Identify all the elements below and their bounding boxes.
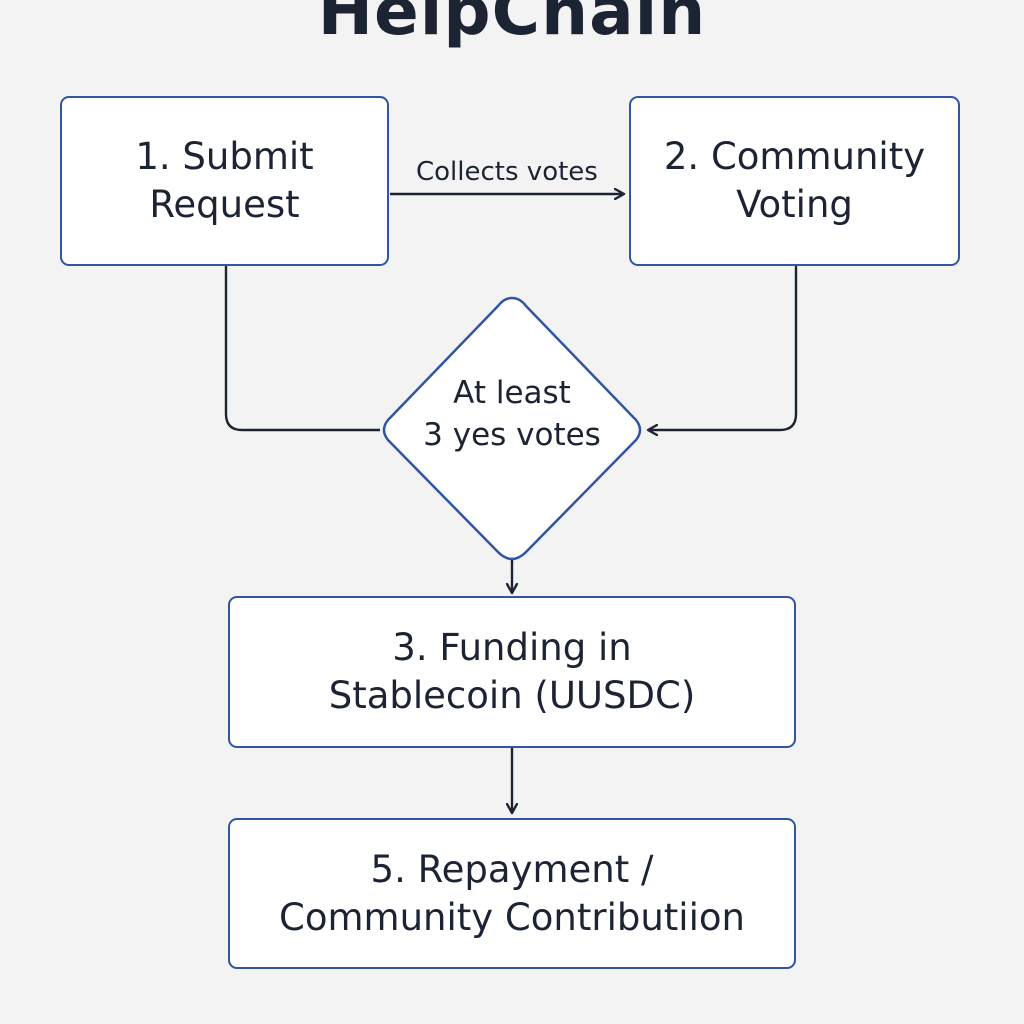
- connector-submit-to-decision: [224, 266, 380, 432]
- arrow-voting-to-decision: [648, 266, 798, 430]
- step-submit-request-label: 1. Submit Request: [135, 135, 314, 226]
- step-funding: 3. Funding in Stablecoin (UUSDC): [228, 596, 796, 748]
- step-repayment: 5. Repayment / Community Contributiion: [228, 818, 796, 969]
- step-submit-request: 1. Submit Request: [60, 96, 389, 266]
- decision-label: At least 3 yes votes: [423, 375, 601, 453]
- diagram-title: HelpChain: [317, 0, 707, 50]
- edge-label-collects-votes: Collects votes: [416, 157, 598, 187]
- step-community-voting-label: 2. Community Voting: [663, 135, 926, 226]
- step-repayment-label: 5. Repayment / Community Contributiion: [279, 847, 745, 939]
- step-funding-label: 3. Funding in Stablecoin (UUSDC): [328, 626, 696, 717]
- decision-diamond: [382, 296, 642, 561]
- step-community-voting: 2. Community Voting: [629, 96, 960, 266]
